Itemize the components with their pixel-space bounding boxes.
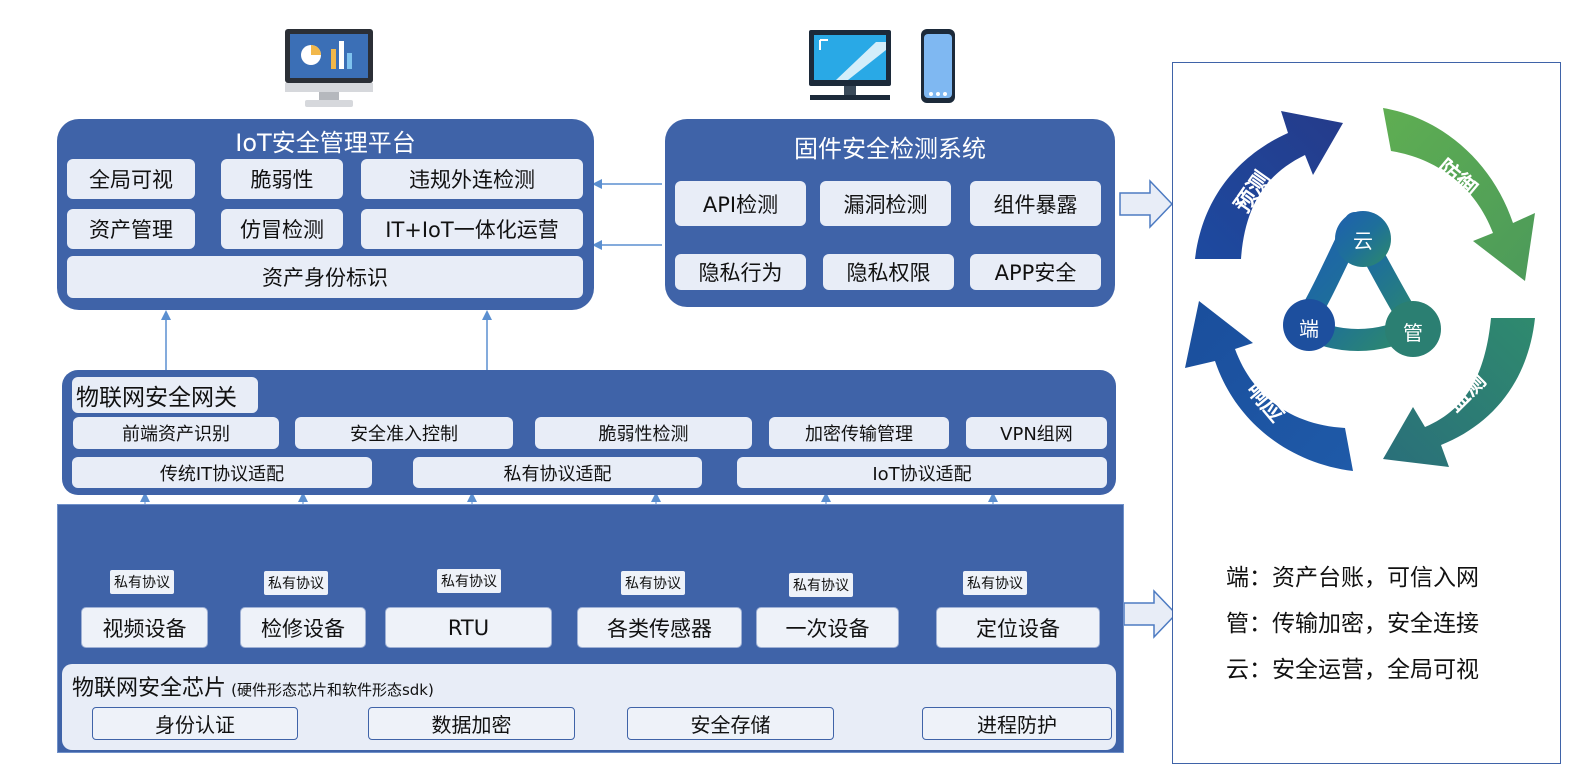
respond-arrow [1185,301,1353,471]
device-item: RTU [385,607,552,648]
platform-bottom-item: 资产身份标识 [67,256,583,298]
device-item: 一次设备 [756,607,899,648]
smartphone-icon [919,28,957,104]
gateway-title: 物联网安全网关 [72,377,258,413]
firmware-title: 固件安全检测系统 [794,135,986,163]
platform-item: 违规外连检测 [361,159,583,199]
device-item: 视频设备 [81,607,208,648]
gateway-item: 脆弱性检测 [535,417,752,449]
iot-platform-panel: IoT安全管理平台 全局可视 脆弱性 违规外连检测 资产管理 仿冒检测 IT+I… [57,119,594,310]
cloud-node [1335,211,1391,267]
platform-title: IoT安全管理平台 [235,129,416,157]
chip-title: 物联网安全芯片 (硬件形态芯片和软件形态sdk) [72,670,434,702]
firmware-item: APP安全 [970,254,1101,290]
pipe-node [1385,301,1441,357]
monitor-chart-icon [283,27,375,109]
firmware-item: 隐私权限 [823,254,954,290]
device-item: 各类传感器 [577,607,742,648]
gateway-item: 加密传输管理 [769,417,949,449]
firmware-item: 组件暴露 [970,181,1101,226]
platform-item: 资产管理 [67,209,195,249]
legend-pipe: 管：传输加密，安全连接 [1226,611,1479,637]
legend-cloud: 云：安全运营，全局可视 [1226,657,1479,683]
gateway-item: 安全准入控制 [295,417,513,449]
chip-item: 数据加密 [368,707,575,740]
endpoint-node-label: 端 [1299,317,1319,341]
right-panel: 预测 防御 监测 响应 云 端 管 端：资产台账，可信入网 管：传输加密，安全连… [1172,62,1561,764]
chip-item: 安全存储 [627,707,834,740]
protocol-label: 私有协议 [264,571,328,595]
gateway-item: VPN组网 [966,417,1107,449]
chip-item: 进程防护 [922,707,1112,740]
protocol-label: 私有协议 [963,571,1027,595]
device-item: 定位设备 [936,607,1100,648]
desktop-monitor-icon [806,28,894,104]
protocol-label: 私有协议 [621,571,685,595]
legend-endpoint: 端：资产台账，可信入网 [1226,565,1479,591]
chip-title-text: 物联网安全芯片 [72,676,227,701]
defend-arrow [1383,108,1535,281]
security-cycle-diagram [1185,108,1535,471]
endpoint-node [1283,299,1335,351]
device-item: 检修设备 [240,607,366,648]
monitor-arrow [1383,318,1535,467]
platform-item: 全局可视 [67,159,195,199]
gateway-item: 前端资产识别 [73,417,279,449]
gateway-item: IoT协议适配 [737,457,1107,488]
gateway-item: 私有协议适配 [413,457,702,488]
cloud-node-label: 云 [1353,229,1373,253]
protocol-label: 私有协议 [110,570,174,594]
block-arrow-lower [1123,589,1178,639]
firmware-panel: 固件安全检测系统 API检测 漏洞检测 组件暴露 隐私行为 隐私权限 APP安全 [665,119,1115,307]
cloud-pipe-core [1292,212,1424,351]
chip-item: 身份认证 [92,707,298,740]
platform-item: 脆弱性 [221,159,343,199]
platform-item: IT+IoT一体化运营 [361,209,583,249]
predict-arrow [1195,111,1343,259]
block-arrow-upper [1119,179,1174,229]
firmware-item: API检测 [675,181,806,226]
protocol-label: 私有协议 [789,573,853,597]
firmware-item: 漏洞检测 [820,181,951,226]
chip-panel: 物联网安全芯片 (硬件形态芯片和软件形态sdk) 身份认证 数据加密 安全存储 … [62,664,1116,750]
chip-subtitle: (硬件形态芯片和软件形态sdk) [231,681,434,699]
protocol-label: 私有协议 [437,569,501,593]
firmware-item: 隐私行为 [675,254,806,290]
pipe-node-label: 管 [1403,321,1423,345]
gateway-item: 传统IT协议适配 [72,457,372,488]
platform-item: 仿冒检测 [221,209,343,249]
gateway-panel: 物联网安全网关 前端资产识别 安全准入控制 脆弱性检测 加密传输管理 VPN组网… [62,370,1116,495]
